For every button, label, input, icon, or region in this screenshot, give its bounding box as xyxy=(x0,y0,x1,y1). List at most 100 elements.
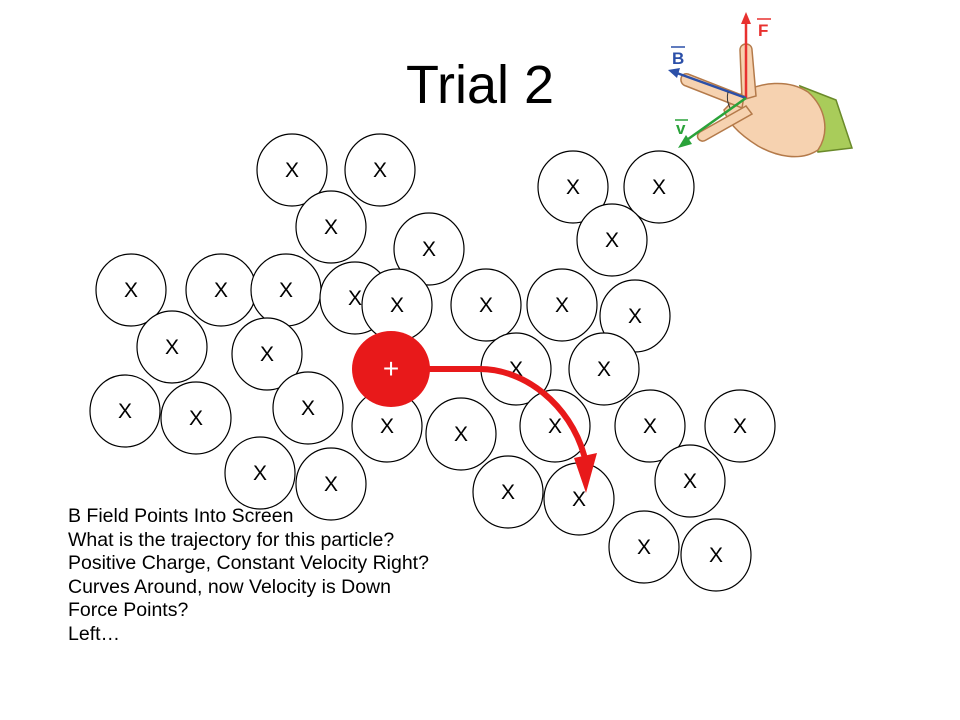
field-vector xyxy=(673,70,747,100)
note-line: Curves Around, now Velocity is Down xyxy=(68,575,391,598)
b-field-into-screen-marker: X xyxy=(256,133,328,207)
hand-thumb xyxy=(739,43,757,101)
velocity-label: v xyxy=(676,119,686,138)
field-marker-circle xyxy=(472,455,544,529)
field-marker-x: X xyxy=(373,159,387,182)
field-marker-x: X xyxy=(683,470,697,493)
field-marker-circle xyxy=(95,253,167,327)
field-marker-circle xyxy=(680,518,752,592)
b-field-into-screen-marker: X xyxy=(519,389,591,463)
b-field-into-screen-marker: X xyxy=(472,455,544,529)
field-marker-circle xyxy=(295,190,367,264)
field-marker-circle xyxy=(224,436,296,510)
field-marker-circle xyxy=(136,310,208,384)
b-field-into-screen-marker: X xyxy=(185,253,257,327)
b-field-into-screen-marker: X xyxy=(295,447,367,521)
b-field-into-screen-marker: X xyxy=(361,268,433,342)
field-marker-x: X xyxy=(189,407,203,430)
b-field-into-screen-marker: X xyxy=(614,389,686,463)
field-marker-circle xyxy=(272,371,344,445)
field-marker-x: X xyxy=(253,462,267,485)
field-marker-circle xyxy=(654,444,726,518)
field-label: B xyxy=(672,49,684,68)
b-field-into-screen-marker: X xyxy=(160,381,232,455)
b-field-into-screen-marker: X xyxy=(537,150,609,224)
field-marker-x: X xyxy=(548,415,562,438)
b-field-into-screen-marker: X xyxy=(344,133,416,207)
hand-palm xyxy=(723,82,826,158)
field-marker-x: X xyxy=(652,176,666,199)
b-field-into-screen-marker: X xyxy=(250,253,322,327)
field-marker-x: X xyxy=(643,415,657,438)
b-field-into-screen-marker: X xyxy=(89,374,161,448)
field-marker-x: X xyxy=(501,481,515,504)
field-marker-x: X xyxy=(348,287,362,310)
field-marker-circle xyxy=(526,268,598,342)
field-marker-x: X xyxy=(260,343,274,366)
field-marker-x: X xyxy=(285,159,299,182)
charge-circle xyxy=(352,331,430,407)
field-marker-x: X xyxy=(605,229,619,252)
field-marker-circle xyxy=(623,150,695,224)
field-marker-x: X xyxy=(555,294,569,317)
velocity-vector xyxy=(683,96,747,144)
trajectory-arrowhead xyxy=(574,453,597,493)
field-marker-x: X xyxy=(454,423,468,446)
b-field-into-screen-marker: X xyxy=(654,444,726,518)
note-line: Left… xyxy=(68,622,121,645)
field-marker-x: X xyxy=(628,305,642,328)
field-marker-x: X xyxy=(118,400,132,423)
charge-plus-label: + xyxy=(383,353,399,384)
field-marker-circle xyxy=(537,150,609,224)
field-marker-circle xyxy=(704,389,776,463)
note-line: B Field Points Into Screen xyxy=(68,505,294,527)
field-marker-x: X xyxy=(124,279,138,302)
field-marker-circle xyxy=(89,374,161,448)
b-field-into-screen-marker: X xyxy=(95,253,167,327)
field-marker-circle xyxy=(614,389,686,463)
slide-title: Trial 2 xyxy=(405,55,555,115)
b-field-into-screen-marker: X xyxy=(576,203,648,277)
note-line: What is the trajectory for this particle… xyxy=(68,528,395,551)
field-marker-circle xyxy=(576,203,648,277)
field-marker-x: X xyxy=(637,536,651,559)
b-field-into-screen-marker: X xyxy=(680,518,752,592)
velocity-vector-head xyxy=(678,135,692,148)
field-marker-circle xyxy=(344,133,416,207)
field-marker-circle xyxy=(519,389,591,463)
field-marker-x: X xyxy=(709,544,723,567)
angle-arc xyxy=(726,91,731,109)
field-marker-x: X xyxy=(324,473,338,496)
field-marker-circle xyxy=(393,212,465,286)
field-marker-circle xyxy=(425,397,497,471)
b-field-into-screen-marker: X xyxy=(450,268,522,342)
field-marker-circle xyxy=(231,317,303,391)
field-marker-x: X xyxy=(422,238,436,261)
hand-index-finger xyxy=(680,73,745,110)
field-marker-x: X xyxy=(479,294,493,317)
field-vector-head xyxy=(668,68,680,78)
field-marker-x: X xyxy=(572,488,586,511)
force-label: F xyxy=(758,21,768,40)
field-marker-x: X xyxy=(597,358,611,381)
b-field-into-screen-marker: X xyxy=(272,371,344,445)
b-field-into-screen-marker: X xyxy=(704,389,776,463)
right-hand-rule-illustration: F B v xyxy=(668,12,854,158)
note-line: Positive Charge, Constant Velocity Right… xyxy=(68,552,429,574)
b-field-into-screen-marker: X xyxy=(231,317,303,391)
field-marker-x: X xyxy=(380,415,394,438)
field-marker-x: X xyxy=(324,216,338,239)
force-vector-head xyxy=(741,12,751,24)
b-field-into-screen-marker: X xyxy=(224,436,296,510)
b-field-into-screen-marker: X xyxy=(425,397,497,471)
field-marker-x: X xyxy=(301,397,315,420)
b-field-into-screen-marker: X xyxy=(623,150,695,224)
trajectory-arrow xyxy=(397,366,587,458)
b-field-into-screen-marker: X xyxy=(295,190,367,264)
field-marker-circle xyxy=(160,381,232,455)
field-marker-x: X xyxy=(165,336,179,359)
field-marker-circle xyxy=(608,510,680,584)
